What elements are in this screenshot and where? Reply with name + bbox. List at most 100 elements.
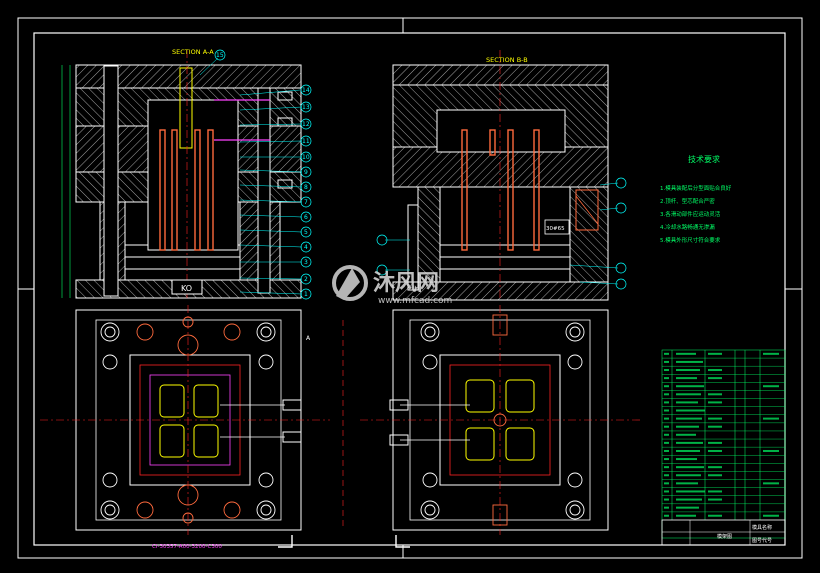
bom-cell-mark [708,393,722,396]
bom-cell-mark [664,385,669,388]
bom-cell-mark [708,425,722,428]
bom-cell-mark [763,449,779,452]
bom-cell-mark [676,352,696,355]
bom-cell-mark [676,514,696,517]
bom-cell-mark [676,506,699,509]
tech-line-3: 3.各滑动部件应运动灵活 [660,210,721,218]
plan-view-left: A CI-30357-A00-3200-C300 [40,305,330,550]
tech-line-1: 1.模具装配后分型面贴合良好 [660,184,732,192]
bom-cell-mark [676,441,703,444]
bom-cell-mark [664,474,669,477]
corner-marks [278,535,410,548]
bottom-caption: CI-30357-A00-3200-C300 [152,544,222,550]
bom-cell-mark [664,401,669,404]
bom-cell-mark [664,482,669,485]
bom-cell-mark [664,425,669,428]
bom-cell-mark [676,490,705,493]
bom-cell-mark [708,369,722,372]
callout-11: 11 [302,138,310,145]
bom-cell-mark [708,441,722,444]
dim-label-mid: 30#65 [546,226,565,232]
bom-cell-mark [664,433,669,436]
bom-cell-mark [676,385,704,388]
bom-cell-mark [664,377,669,380]
name-cell: 模具名称 [752,524,772,531]
number-cell: 图号代号 [752,537,772,544]
watermark-url: www.mfcad.com [378,296,452,306]
bom-cell-mark [676,377,697,380]
callout-2: 2 [304,276,308,283]
section-a-view: KO SECTION A-A [61,48,303,300]
bom-cell-mark [664,369,669,372]
title-block: 模架图 模具名称 图号代号 [661,519,786,546]
drawing-frame [17,17,803,559]
bom-cell-mark [676,417,702,420]
bom-cell-mark [676,369,700,372]
bom-cell-mark [676,409,705,412]
section-b-label: SECTION B-B [486,56,528,64]
bom-cell-mark [676,474,701,477]
bom-cell-mark [676,449,700,452]
pointer-a: A [306,335,311,342]
mfcad-logo-icon [332,265,368,301]
bom-cell-mark [676,393,701,396]
bom-cell-mark [664,466,669,469]
tech-title: 技术要求 [688,154,720,164]
callout-6: 6 [304,214,308,221]
section-b-view: 30#65 SECTION B-B [385,50,619,301]
callout-1: 1 [304,291,308,298]
ko-label: KO [181,284,192,293]
bom-cell-mark [708,474,722,477]
bom-cell-mark [708,377,722,380]
tech-line-2: 2.顶杆、型芯配合严密 [660,197,715,205]
bom-cell-mark [763,482,779,485]
bom-cell-mark [708,490,722,493]
tech-line-4: 4.冷却水路畅通无渗漏 [660,223,715,231]
bom-cell-mark [708,498,722,501]
bom-cell-mark [664,352,669,355]
bom-cell-mark [664,441,669,444]
bom-cell-mark [676,458,697,461]
title-cell: 模架图 [717,533,732,540]
bom-cell-mark [708,514,722,517]
callout-3: 3 [304,259,308,266]
bom-cell-mark [708,449,722,452]
callout-group-b [376,177,627,290]
bom-cell-mark [763,352,779,355]
bom-cell-mark [676,482,698,485]
bom-cell-mark [763,385,779,388]
section-a-label: SECTION A-A [172,48,214,56]
callout-15: 15 [216,52,224,59]
bom-cell-mark [676,425,699,428]
watermark: 沐风网 www.mfcad.com [332,265,452,306]
bom-cell-mark [763,417,779,420]
bom-cell-mark [676,433,696,436]
callout-group-a [214,49,312,300]
callout-13: 13 [302,104,310,111]
bom-cell-mark [676,401,698,404]
bom-cell-mark [676,498,702,501]
bom-cell-mark [763,514,779,517]
callout-9: 9 [304,169,308,176]
bom-cell-mark [708,401,722,404]
bom-cell-mark [664,506,669,509]
bom-cell-mark [664,360,669,363]
bom-cell-mark [664,417,669,420]
callout-5: 5 [304,229,308,236]
bom-cell-mark [708,417,722,420]
callout-4: 4 [304,244,308,251]
tech-requirements: 技术要求 1.模具装配后分型面贴合良好 2.顶杆、型芯配合严密 3.各滑动部件应… [660,154,732,244]
bom-cell-mark [664,498,669,501]
bom-cell-mark [664,409,669,412]
callout-8: 8 [304,184,308,191]
bom-cell-mark [676,466,704,469]
plan-view-right [360,305,640,535]
bom-cell-mark [664,490,669,493]
bom-cell-mark [708,466,722,469]
bom-cell-mark [664,449,669,452]
callout-14: 14 [302,87,310,94]
bom-cell-mark [664,393,669,396]
callout-7: 7 [304,199,308,206]
watermark-brand: 沐风网 [373,271,439,296]
